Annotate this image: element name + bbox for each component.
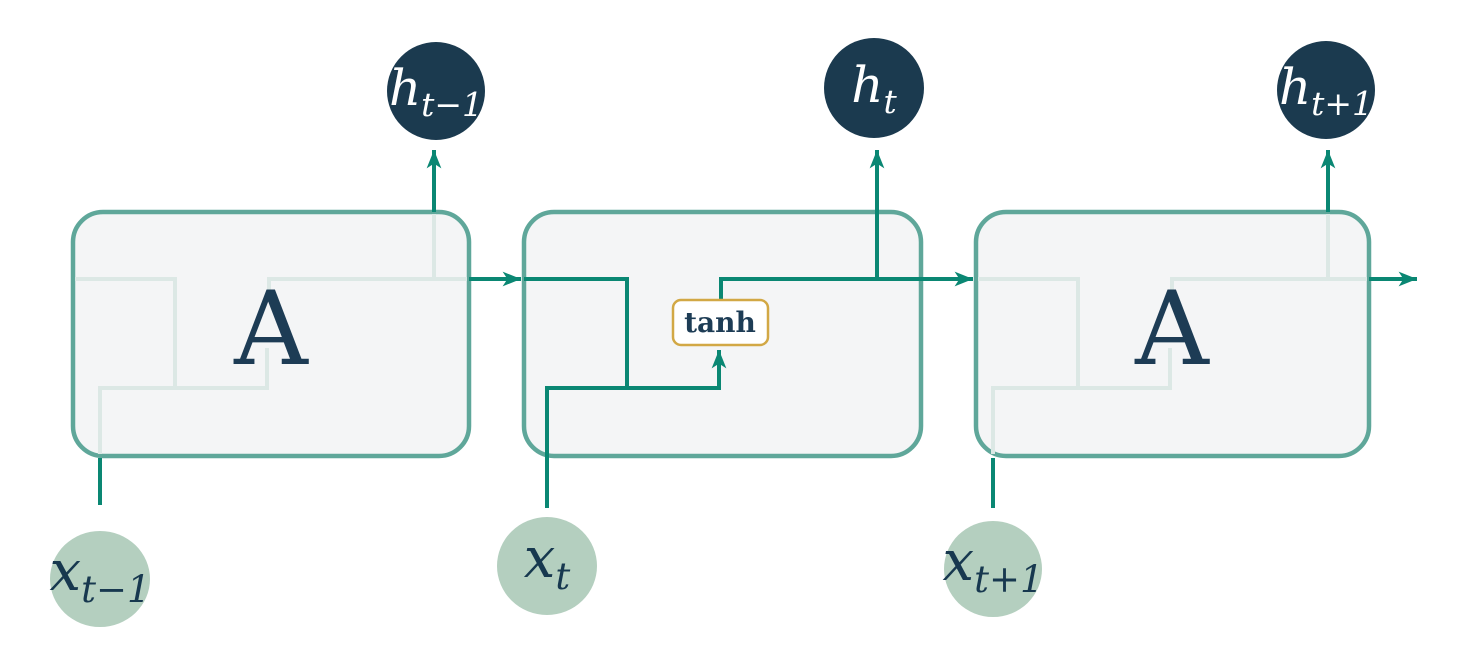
- label-base: x: [524, 526, 556, 591]
- input-nodes: xt−1 xt xt+1: [49, 517, 1044, 627]
- label-subscript: t+1: [974, 558, 1043, 601]
- tanh-gate-label: tanh: [684, 306, 756, 339]
- label-subscript: t−1: [421, 85, 483, 124]
- input-node-t-plus-1: [944, 521, 1042, 617]
- hidden-state-nodes: ht−1 ht ht+1: [387, 38, 1375, 140]
- hidden-node-label: ht+1: [1279, 58, 1373, 123]
- input-node-label: xt−1: [49, 539, 150, 611]
- label-subscript: t: [883, 82, 897, 121]
- ghost-input-wire: [978, 277, 1080, 388]
- connectors: [98, 150, 1417, 508]
- ghost-input-wire: [75, 277, 177, 388]
- hidden-input-wire: [524, 277, 629, 388]
- ghost-output-wire: [1170, 277, 1367, 298]
- cell-label: A: [233, 270, 309, 389]
- rnn-cell-t: tanh: [521, 150, 973, 508]
- label-subscript: t: [555, 555, 570, 598]
- label-subscript: t−1: [81, 568, 150, 611]
- label-base: x: [49, 539, 81, 604]
- input-node-label: xt: [524, 526, 571, 598]
- input-node-label: xt+1: [942, 529, 1043, 601]
- hidden-node-t-plus-1: [1277, 41, 1375, 139]
- hidden-node-label: ht: [851, 56, 897, 121]
- ghost-output-wire: [267, 277, 467, 298]
- x-input-to-tanh-wire: [545, 350, 727, 508]
- tanh-gate: [671, 298, 770, 347]
- cell-label: A: [1134, 270, 1210, 389]
- input-node-t: [497, 517, 597, 615]
- cell-box: [70, 209, 472, 459]
- ghost-x-wire: [98, 348, 269, 454]
- label-base: h: [1279, 58, 1311, 116]
- hidden-node-t-minus-1: [387, 42, 485, 140]
- rnn-cell-t-plus-1: A: [973, 209, 1372, 459]
- rnn-cell-t-minus-1: A: [70, 209, 472, 459]
- input-node-t-minus-1: [50, 531, 150, 627]
- cell-box: [973, 209, 1372, 459]
- hidden-node-label: ht−1: [389, 59, 483, 124]
- label-base: h: [389, 59, 421, 117]
- label-subscript: t+1: [1311, 84, 1373, 123]
- label-base: h: [851, 56, 883, 114]
- ghost-x-wire: [991, 348, 1172, 454]
- label-base: x: [942, 529, 974, 594]
- tanh-output-wire: [719, 271, 973, 301]
- hidden-node-t: [824, 38, 924, 138]
